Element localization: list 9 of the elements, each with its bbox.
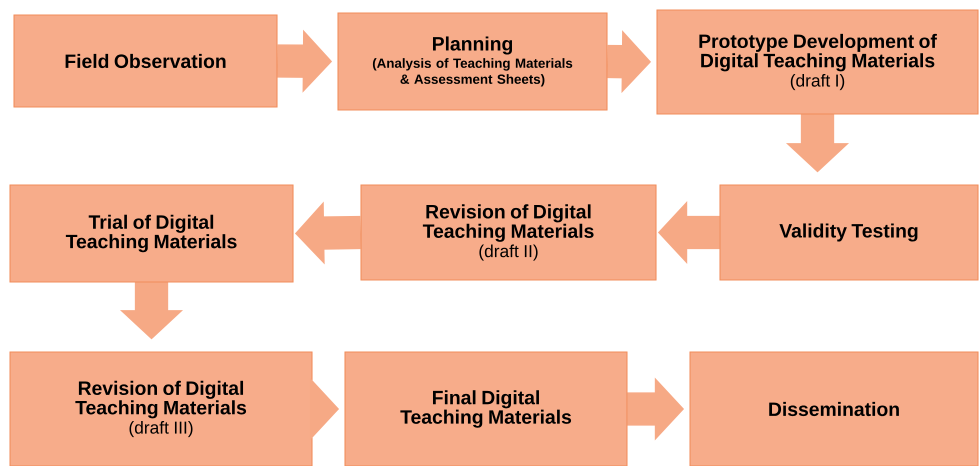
process-box: Revision of Digital Teaching Materials (draft III)	[9, 351, 313, 466]
process-box: Dissemination	[689, 351, 979, 466]
process-box: Prototype Development of Digital Teaching Materials (draft I)	[656, 9, 979, 115]
process-box: Validity Testing	[719, 184, 979, 281]
process-box: Revision of Digital Teaching Materials (draft II)	[360, 184, 657, 281]
process-box: Planning (Analysis of Teaching Materials & Assessment Sheets)	[337, 12, 608, 111]
process-box: Field Observation	[13, 14, 278, 108]
process-box: Final Digital Teaching Materials	[344, 351, 628, 466]
process-box: Trial of Digital Teaching Materials	[9, 184, 294, 283]
